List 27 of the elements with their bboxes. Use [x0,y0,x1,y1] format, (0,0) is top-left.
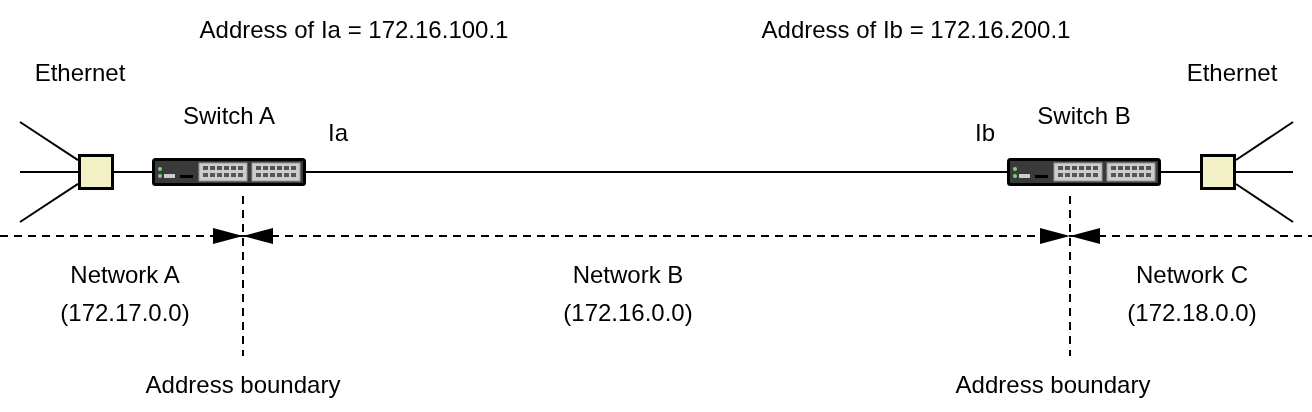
device-label: Switch B [1036,102,1132,130]
cable-line [19,171,79,173]
boundary-label: Address boundary [955,371,1151,399]
cable-line [1235,183,1294,223]
interface-label: Ia [328,119,348,147]
cable-line [1160,171,1201,173]
boundary-label: Address boundary [145,371,341,399]
interface-label: Ib [975,119,995,147]
cable-line [305,171,1008,173]
hub-box [78,154,114,190]
network-name: Network B [572,261,684,289]
network-address: (172.16.0.0) [563,299,693,327]
device-label: Switch A [181,102,276,130]
cable-line [19,121,79,162]
hub-box [1200,154,1236,190]
cable-label: Ethernet [1186,59,1278,87]
cable-label: Ethernet [34,59,126,87]
cable-line [1235,121,1294,161]
cable-line [19,182,79,223]
network-address: (172.18.0.0) [1127,299,1257,327]
network-name: Network C [1136,261,1248,289]
network-address: (172.17.0.0) [60,299,190,327]
address-label: Address of Ib = 172.16.200.1 [761,16,1071,44]
address-label: Address of Ia = 172.16.100.1 [199,16,509,44]
network-name: Network A [70,261,180,289]
cable-line [113,171,153,173]
cable-line [1235,171,1294,173]
